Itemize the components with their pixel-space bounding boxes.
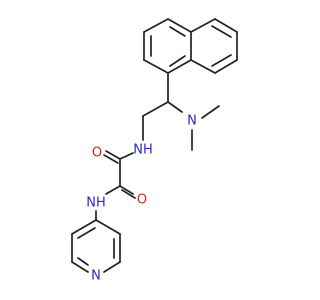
bond [143, 18, 169, 33]
bond [214, 59, 238, 74]
bond [105, 185, 121, 195]
bond [103, 154, 119, 164]
bond [167, 101, 183, 113]
bond [142, 101, 169, 117]
bond [143, 59, 169, 74]
bond [214, 18, 238, 33]
bond [167, 18, 192, 33]
bond [119, 185, 134, 195]
atom-nh-amide-lower: NH [86, 196, 106, 211]
atom-o-upper: O [92, 146, 102, 161]
bonds [71, 18, 238, 273]
bond [121, 189, 136, 199]
bond [119, 152, 134, 160]
bond [169, 55, 186, 67]
atom-o-lower: O [137, 193, 147, 208]
atom-n-pyridine: N [91, 269, 101, 284]
bond [201, 105, 220, 119]
bond [77, 227, 96, 239]
bond [211, 54, 232, 67]
bond [103, 261, 121, 273]
bond [190, 18, 216, 33]
bond [211, 25, 232, 38]
molecule-structure: N NH O O NH N [71, 18, 238, 284]
atom-nh-amide-upper: NH [133, 143, 153, 158]
bond [105, 150, 121, 160]
bond [71, 219, 97, 235]
bond [95, 219, 121, 235]
atom-n-dimethylamino: N [187, 114, 197, 129]
bond [77, 257, 89, 266]
bond [169, 26, 186, 37]
bond [71, 261, 89, 273]
bond [167, 59, 192, 74]
atom-labels: N NH O O NH N [86, 114, 197, 284]
bond [190, 59, 216, 74]
